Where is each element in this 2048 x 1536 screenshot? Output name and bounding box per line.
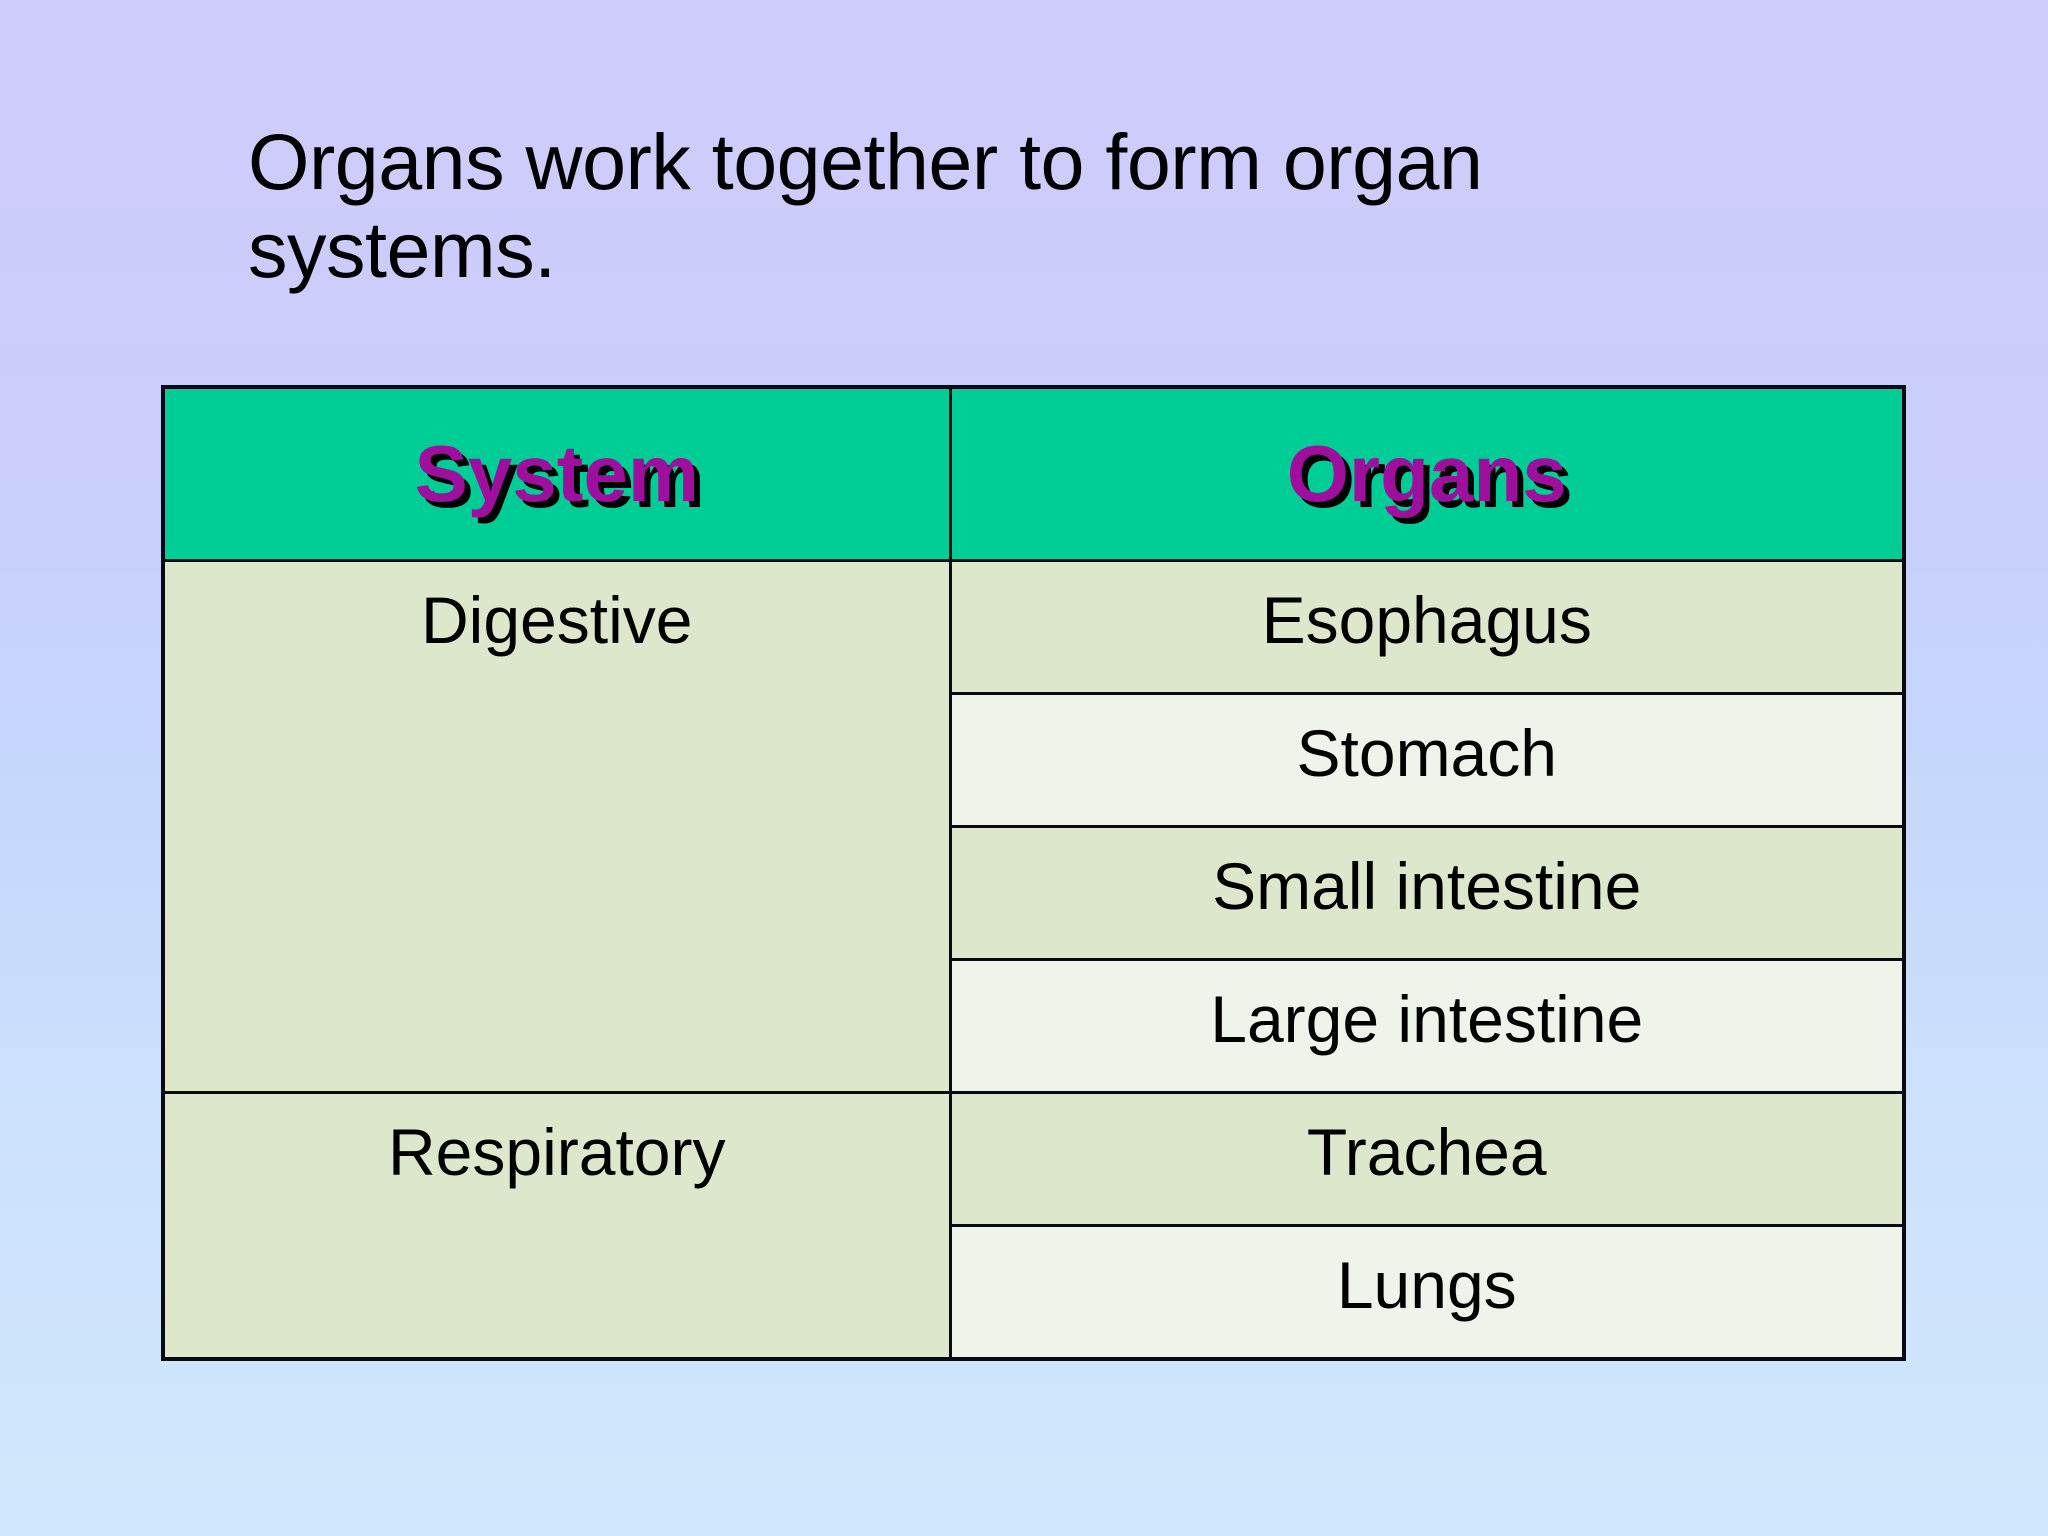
organ-label: Esophagus <box>1261 583 1592 657</box>
table-row: Digestive Esophagus <box>161 559 1906 1094</box>
organ-label: Lungs <box>1336 1248 1517 1322</box>
organ-label: Small intestine <box>1212 849 1642 923</box>
header-label-system: System <box>414 429 700 518</box>
organ-label: Trachea <box>1306 1115 1547 1189</box>
organ-systems-table: System Organs Digestive Esophagus Stomac… <box>161 385 1906 1361</box>
header-label-organs: Organs <box>1286 429 1567 518</box>
organ-label: Stomach <box>1296 716 1557 790</box>
organ-cell: Lungs <box>948 1224 1906 1361</box>
system-cell-respiratory: Respiratory <box>161 1091 952 1361</box>
organ-label: Large intestine <box>1210 982 1644 1056</box>
table-header-row: System Organs <box>161 385 1906 562</box>
system-label: Digestive <box>421 583 693 657</box>
organ-cell: Large intestine <box>948 958 1906 1094</box>
page-title: Organs work together to form organ syste… <box>248 117 1504 295</box>
organ-cell: Trachea <box>948 1091 1906 1227</box>
table-header-cell-system: System <box>161 385 952 562</box>
table-row: Respiratory Trachea <box>161 1091 1906 1361</box>
organ-cell: Esophagus <box>948 559 1906 695</box>
table-row: Small intestine <box>163 825 1906 961</box>
table-row: Lungs <box>163 1224 1906 1361</box>
system-cell-digestive: Digestive <box>161 559 952 1094</box>
system-label: Respiratory <box>388 1115 726 1189</box>
table-row: Stomach <box>163 692 1906 828</box>
table-row: Large intestine <box>163 958 1906 1094</box>
organ-cell: Small intestine <box>948 825 1906 961</box>
organ-cell: Stomach <box>948 692 1906 828</box>
table-header-cell-organs: Organs <box>948 385 1906 562</box>
